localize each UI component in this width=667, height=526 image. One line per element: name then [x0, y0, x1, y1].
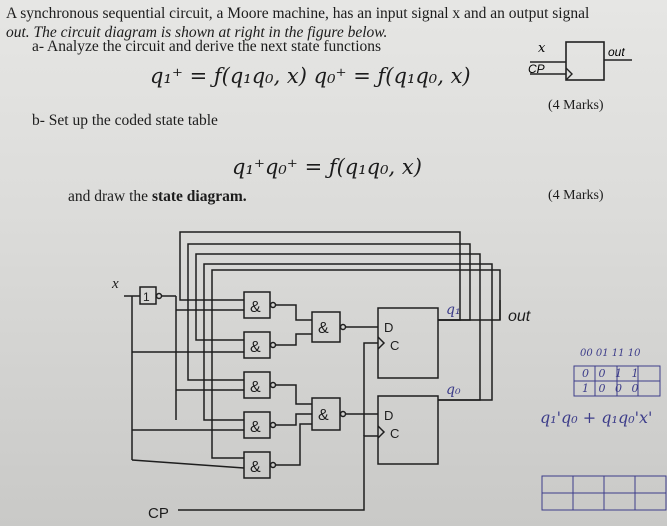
- and-gate-6: &: [318, 320, 329, 337]
- block-clock-label: CP: [528, 62, 545, 76]
- ff0-c-label: C: [390, 426, 399, 441]
- kmap1-header: 00 01 11 10: [580, 348, 641, 359]
- ff1-d-label: D: [384, 320, 393, 335]
- and-gate-4: &: [250, 419, 261, 436]
- marks-a: (4 Marks): [548, 98, 604, 113]
- circuit-input-label: x: [112, 276, 119, 292]
- part-a-text: a- Analyze the circuit and derive the ne…: [32, 38, 382, 55]
- block-input-label: x: [538, 41, 546, 56]
- q0-label: q₀: [446, 382, 461, 398]
- q1-label: q₁: [446, 302, 461, 318]
- ff1-c-label: C: [390, 338, 399, 353]
- intro-line-1: A synchronous sequential circuit, a Moor…: [6, 5, 590, 22]
- part-b-text: b- Set up the coded state table: [32, 112, 218, 129]
- state-table-equation: q₁⁺q₀⁺ = ƒ(q₁q₀, x): [232, 155, 422, 179]
- and-gate-3: &: [250, 379, 261, 396]
- marks-b: (4 Marks): [548, 188, 604, 203]
- and-gate-1: &: [250, 299, 261, 316]
- draw-instruction: and draw the state diagram.: [68, 188, 247, 206]
- problem-intro: A synchronous sequential circuit, a Moor…: [6, 4, 589, 42]
- circuit-output-label: out: [508, 308, 531, 325]
- handwritten-expression: q₁'q₀ + q₁q₀'x': [540, 408, 653, 427]
- ff0-d-label: D: [384, 408, 393, 423]
- draw-bold: state diagram.: [151, 188, 247, 205]
- not-gate-label: 1: [143, 290, 150, 304]
- and-gate-2: &: [250, 339, 261, 356]
- next-state-equations: q₁⁺ = ƒ(q₁q₀, x) q₀⁺ = ƒ(q₁q₀, x): [150, 64, 471, 88]
- and-gate-5: &: [250, 459, 261, 476]
- block-output-label: out: [608, 45, 625, 59]
- intro-line-2: out. The circuit diagram is shown at rig…: [6, 24, 388, 41]
- and-gate-7: &: [318, 407, 329, 424]
- kmap1-row1: 1 0 0 0: [582, 382, 639, 395]
- kmap1-row0: 0 0 1 1: [582, 367, 639, 380]
- circuit-clock-label: CP: [148, 505, 169, 522]
- draw-prefix: and draw the: [68, 188, 152, 205]
